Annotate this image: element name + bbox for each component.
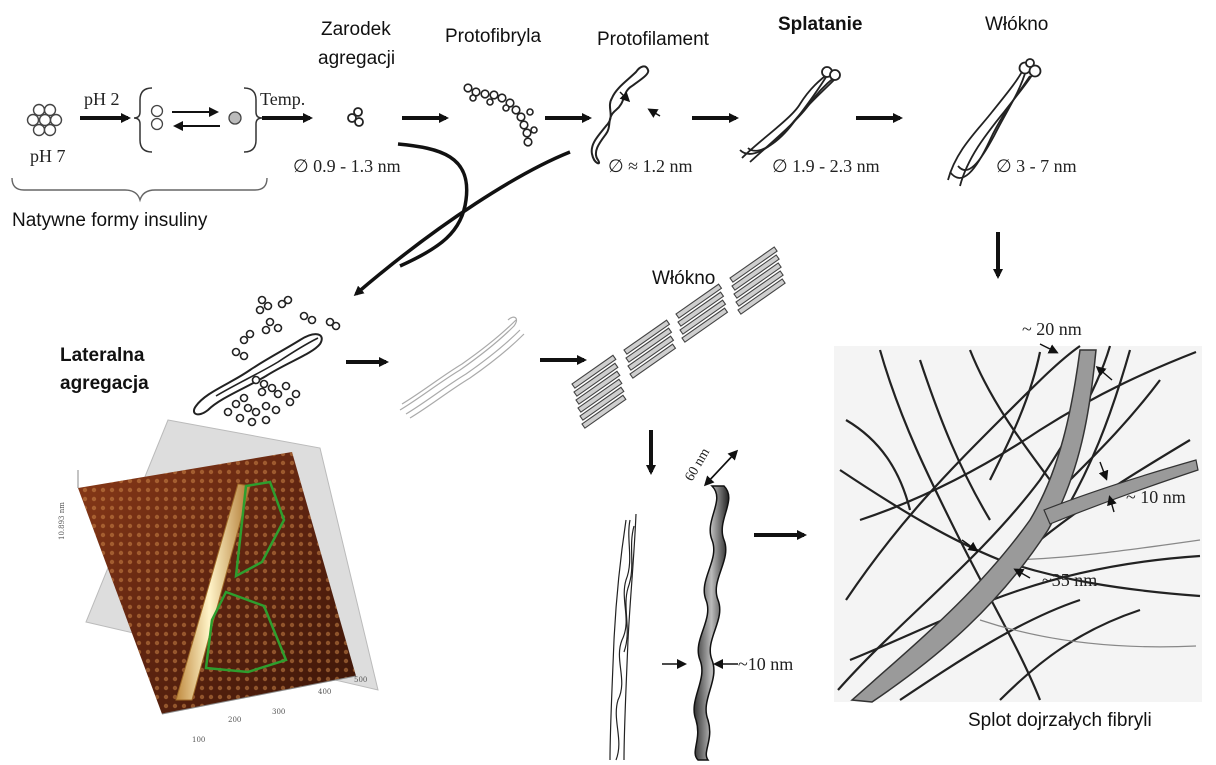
fibril-sketch-left [610,514,636,760]
aligned-protofilaments [400,317,524,418]
insulin-hexamer-icon [28,105,62,136]
measure-width-small: ~10 nm [738,654,793,674]
label-seed-line2: agregacji [318,48,395,69]
dim-seed: ∅ 0.9 - 1.3 nm [293,156,401,176]
measure-tangle-top: ~ 20 nm [1022,319,1082,339]
afm-tick-4: 400 [318,688,331,696]
afm-tick-2: 200 [228,716,241,724]
monomer-icon [229,112,241,124]
dim-fiber: ∅ 3 - 7 nm [996,156,1077,176]
label-lateral-line1: Lateralna [60,345,145,366]
afm-tick-3: 300 [272,708,285,716]
afm-tick-5: 500 [354,676,367,684]
lateral-aggregation-cluster [194,297,340,426]
protofilament-width-arrow-2 [650,110,660,116]
aggregation-seed-icon [348,108,363,126]
label-lateral-line2: agregacja [60,373,149,394]
label-fiber-mid: Włókno [652,268,715,289]
label-native-forms: Natywne formy insuliny [12,210,208,231]
label-temp: Temp. [260,89,305,109]
dimer-icon [152,106,163,130]
measure-pitch: 60 nm [682,446,713,484]
label-seed-line1: Zarodek [321,19,391,40]
label-ph2: pH 2 [84,89,120,109]
afm-image: 10.893 nm 100 200 300 400 500 [58,420,378,744]
protofibril-chain [464,84,537,146]
measure-tangle-right: ~ 10 nm [1126,487,1186,507]
dim-protofilament: ∅ ≈ 1.2 nm [608,156,693,176]
pathway-seed-branch [398,144,467,266]
native-forms-brace [12,178,267,200]
label-ph7: pH 7 [30,146,66,166]
afm-axis-label: 10.893 nm [58,502,66,540]
label-mature-tangle: Splot dojrzałych fibryli [968,710,1152,731]
measure-tangle-mid: ~35 nm [1042,570,1097,590]
dim-twisting: ∅ 1.9 - 2.3 nm [772,156,880,176]
protofilament-shape [592,66,649,163]
twisted-fibril [694,486,729,760]
equilibrium-bracket-left [134,88,152,152]
afm-tick-1: 100 [192,736,205,744]
label-twisting: Splatanie [778,14,862,35]
label-fiber-top: Włókno [985,14,1048,35]
mature-fibril-tangle [834,346,1202,702]
twisted-protofilaments [740,67,840,162]
label-protofilament: Protofilament [597,29,710,50]
label-protofibril: Protofibryla [445,26,542,47]
